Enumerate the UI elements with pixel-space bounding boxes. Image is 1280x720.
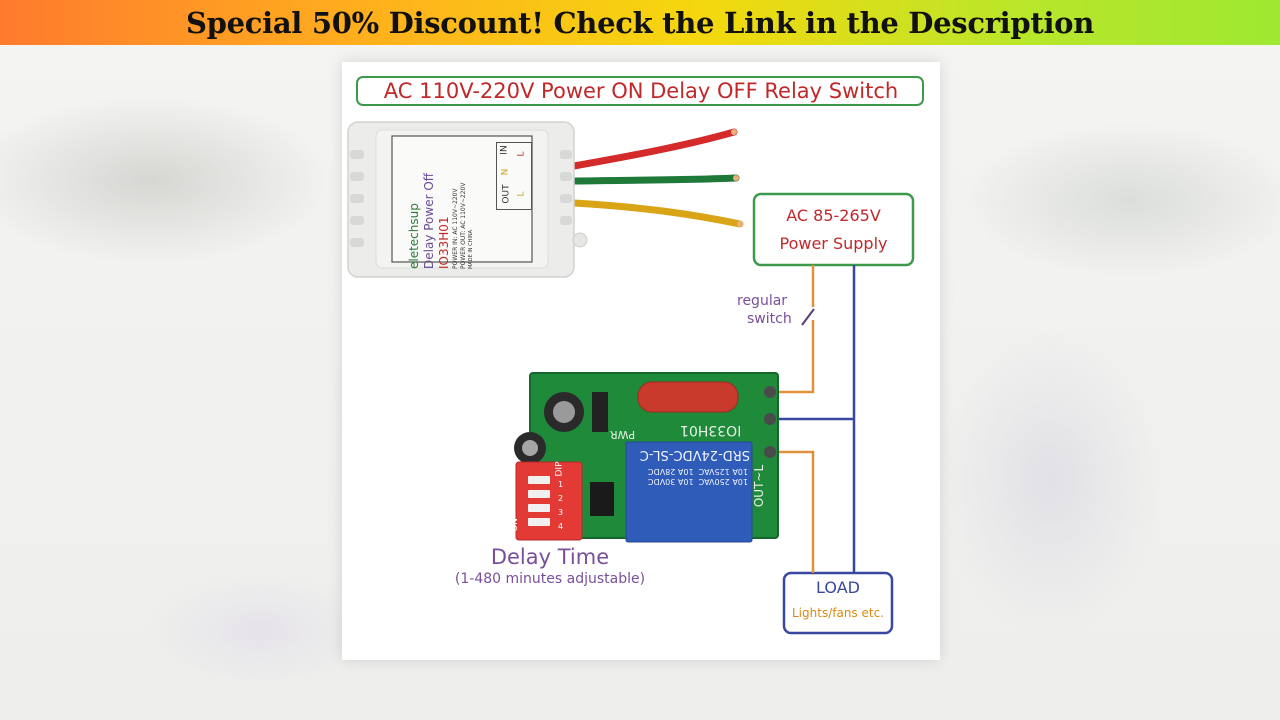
wiring-diagram — [347, 121, 915, 635]
enclosure-sticker — [391, 135, 533, 263]
title-frame — [356, 76, 924, 106]
sticker-brand: eletechsup — [407, 203, 421, 269]
dip-number-4: 4 — [558, 522, 564, 531]
relay-spec-2: 10A 125VAC — [698, 467, 748, 476]
supply-line2: Power Supply — [779, 234, 888, 253]
mount-tab-icon — [572, 232, 588, 248]
terminal-out-l: L — [516, 191, 527, 197]
terminal-n: N — [500, 168, 511, 176]
wire-tip-icon — [737, 221, 743, 227]
terminal-in: IN — [499, 145, 510, 155]
dip-on: ON — [509, 518, 520, 532]
load-line1: LOAD — [816, 578, 860, 597]
switch-label-line1: regular — [737, 293, 788, 309]
switch-icon — [801, 308, 815, 326]
capacitor-top-icon — [553, 401, 575, 423]
sticker-spec2: POWER OUT: AC 110V~220V — [460, 182, 467, 269]
delay-time-title: Delay Time — [490, 545, 610, 569]
relay-spec-block: 10A 250VAC 10A 30VDC 10A 125VAC 10A 28VD… — [632, 466, 748, 486]
wire-tip-icon — [731, 129, 737, 135]
sticker-spec1: POWER IN: AC 110V~220V — [452, 188, 459, 269]
enclosure-vents — [350, 150, 572, 247]
relay-model: SRD-24VDC-SL-C — [639, 447, 750, 462]
relay-spec-1: 10A 250VAC — [698, 477, 748, 486]
orange-wire — [768, 320, 815, 394]
dip-switch-levers — [528, 476, 550, 526]
orange-wire — [768, 450, 815, 573]
promo-banner[interactable]: Special 50% Discount! Check the Link in … — [0, 0, 1280, 45]
red-wire — [570, 128, 738, 170]
product-image: AC 110V-220V Power ON Delay OFF Relay Sw… — [342, 62, 940, 660]
promo-banner-text: Special 50% Discount! Check the Link in … — [185, 5, 1095, 40]
ic-chip-icon — [590, 482, 614, 516]
dip-number-3: 3 — [558, 508, 564, 517]
relay-component — [625, 441, 753, 543]
pcb-out: OUT~L — [752, 464, 767, 508]
supply-line1: AC 85-265V — [786, 206, 881, 225]
load-box — [782, 571, 894, 635]
load-line2: Lights/fans etc. — [792, 606, 884, 620]
wire-tip-icon — [733, 175, 739, 181]
dip-numbers: 1 2 3 4 — [558, 478, 568, 534]
screw-terminals — [764, 386, 776, 458]
component-icon — [592, 392, 608, 432]
dip-number-1: 1 — [558, 480, 564, 489]
sticker-product: Delay Power Off — [422, 172, 436, 269]
pcb-model: IO33H01 — [680, 422, 742, 438]
terminal-l: L — [516, 151, 527, 157]
diagram-title: AC 110V-220V Power ON Delay OFF Relay Sw… — [383, 79, 899, 103]
dip-switch — [515, 461, 583, 541]
relay-spec-4: 10A 28VDC — [647, 467, 694, 476]
switch-label-line2: switch — [747, 311, 792, 327]
delay-time-subtitle: (1-480 minutes adjustable) — [454, 571, 646, 587]
pcb-pwr: PWR — [610, 428, 636, 441]
yellow-wire — [570, 199, 744, 228]
sticker-model: IO33H01 — [437, 216, 451, 269]
sticker-origin: MADE IN CHINA — [468, 229, 474, 269]
dip-number-2: 2 — [558, 494, 564, 503]
terminal-marking: IN N L OUT L — [496, 142, 532, 210]
power-supply-box — [752, 192, 915, 267]
relay-spec-3: 10A 30VDC — [647, 477, 694, 486]
green-wire — [570, 174, 740, 185]
dip-label: DIP — [554, 461, 565, 477]
capacitor-icon — [637, 381, 739, 413]
capacitor-top-icon — [522, 440, 538, 456]
terminal-out: OUT — [501, 184, 512, 204]
